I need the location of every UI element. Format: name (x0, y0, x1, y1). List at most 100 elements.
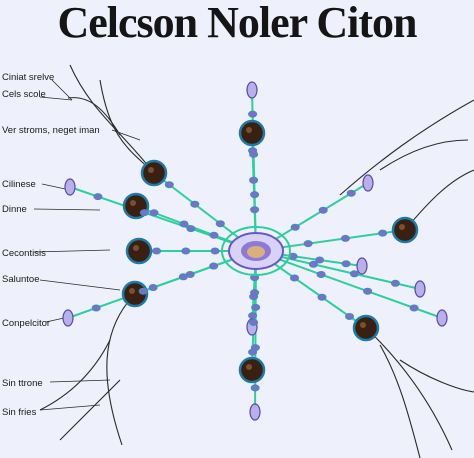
synaptic-bead (93, 193, 103, 201)
synaptic-bead (91, 304, 101, 312)
synaptic-bead (248, 312, 258, 320)
terminal-bulb (249, 403, 261, 421)
synaptic-bead (164, 181, 174, 189)
dendrite-branch (39, 339, 111, 411)
label-2: Cels scole (2, 89, 46, 100)
synaptic-bead (209, 262, 219, 270)
leader-line (39, 96, 73, 101)
label-3: Ver stroms, neget iman (2, 125, 100, 136)
leader-line (33, 249, 111, 253)
leader-line (49, 379, 111, 383)
dendrite-branch (379, 344, 421, 458)
synaptic-bead (340, 234, 350, 242)
synaptic-bead (315, 256, 325, 264)
dendrite-branch (339, 99, 474, 196)
leader-line (39, 404, 101, 411)
synapse-node (238, 356, 266, 384)
synapse-node-highlight (360, 322, 366, 328)
synaptic-bead (316, 270, 326, 278)
terminal-bulb (356, 257, 368, 275)
dendrite-branch (365, 327, 453, 451)
synaptic-bead (251, 303, 261, 311)
leader-line (111, 129, 141, 141)
synaptic-bead (290, 223, 300, 231)
label-8: Conpelcitor (2, 318, 50, 329)
synaptic-bead (248, 147, 258, 155)
dendrite-branch (69, 64, 155, 174)
synapse-node (391, 216, 419, 244)
dendrite-branch (106, 293, 136, 446)
synapse-node (125, 237, 153, 265)
synaptic-bead (318, 206, 328, 214)
synaptic-bead (209, 231, 219, 239)
synaptic-bead (349, 270, 359, 278)
synaptic-bead (248, 110, 258, 118)
synaptic-bead (250, 206, 260, 214)
label-10: Sin fries (2, 407, 37, 418)
synaptic-bead (250, 384, 260, 392)
synaptic-bead (210, 247, 220, 255)
dendrite-branch (404, 169, 474, 231)
synapse-node (238, 119, 266, 147)
synapse-node-highlight (129, 288, 135, 294)
leader-line (51, 79, 73, 101)
synaptic-bead (139, 209, 149, 217)
synapse-node-highlight (130, 200, 136, 206)
nucleus-core (247, 246, 265, 258)
synaptic-bead (149, 209, 159, 217)
label-leader-lines (33, 79, 141, 411)
synaptic-bead (341, 260, 351, 268)
synaptic-bead (346, 189, 356, 197)
synaptic-bead (152, 247, 162, 255)
synaptic-bead (250, 289, 260, 297)
synaptic-bead (186, 225, 196, 233)
dendrite-branch (59, 379, 121, 441)
terminal-bulb (362, 174, 374, 192)
synaptic-bead (181, 247, 191, 255)
synaptic-bead (249, 176, 259, 184)
synaptic-bead (363, 287, 373, 295)
label-6: Cecontisis (2, 248, 46, 259)
terminal-bulb (246, 81, 258, 99)
label-7: Saluntoe (2, 274, 40, 285)
label-9: Sin ttrone (2, 378, 43, 389)
synaptic-bead (249, 318, 259, 326)
synaptic-bead (179, 220, 189, 228)
terminal-bulb (436, 309, 448, 327)
leader-line (33, 208, 101, 211)
synaptic-bead (250, 191, 260, 199)
synapse-node-highlight (246, 364, 252, 370)
label-5: Dinne (2, 204, 27, 215)
terminal-bulb (414, 280, 426, 298)
dendrite-branch (67, 97, 121, 136)
dendrite-branch (379, 139, 469, 171)
synaptic-bead (215, 220, 225, 228)
synaptic-bead (185, 270, 195, 278)
terminal-bulb (62, 309, 74, 327)
synapse-node-highlight (133, 245, 139, 251)
side-labels: Ciniat srelve Cels scole Ver stroms, neg… (2, 72, 100, 418)
synaptic-bead (345, 312, 354, 320)
cell-body (221, 226, 291, 276)
leader-line (39, 279, 121, 291)
diagram-title: Celcson Noler Citon (57, 0, 417, 47)
synaptic-bead (409, 304, 419, 312)
synapse-node-highlight (246, 127, 252, 133)
label-1: Ciniat srelve (2, 72, 54, 83)
leader-line (45, 317, 65, 323)
synapse-node-highlight (399, 224, 405, 230)
synapse-nodes (62, 81, 448, 421)
synaptic-bead (138, 287, 148, 295)
synaptic-bead (303, 240, 313, 248)
synaptic-bead (190, 200, 200, 208)
synaptic-bead (390, 279, 400, 287)
terminal-bulb (64, 178, 76, 196)
synaptic-bead (308, 260, 318, 268)
synaptic-bead (290, 274, 299, 282)
dendrite-branch (399, 359, 474, 393)
synapse-node (352, 314, 380, 342)
synapse-node (140, 159, 168, 187)
label-4: Cilinese (2, 179, 36, 190)
synaptic-bead (317, 293, 327, 301)
